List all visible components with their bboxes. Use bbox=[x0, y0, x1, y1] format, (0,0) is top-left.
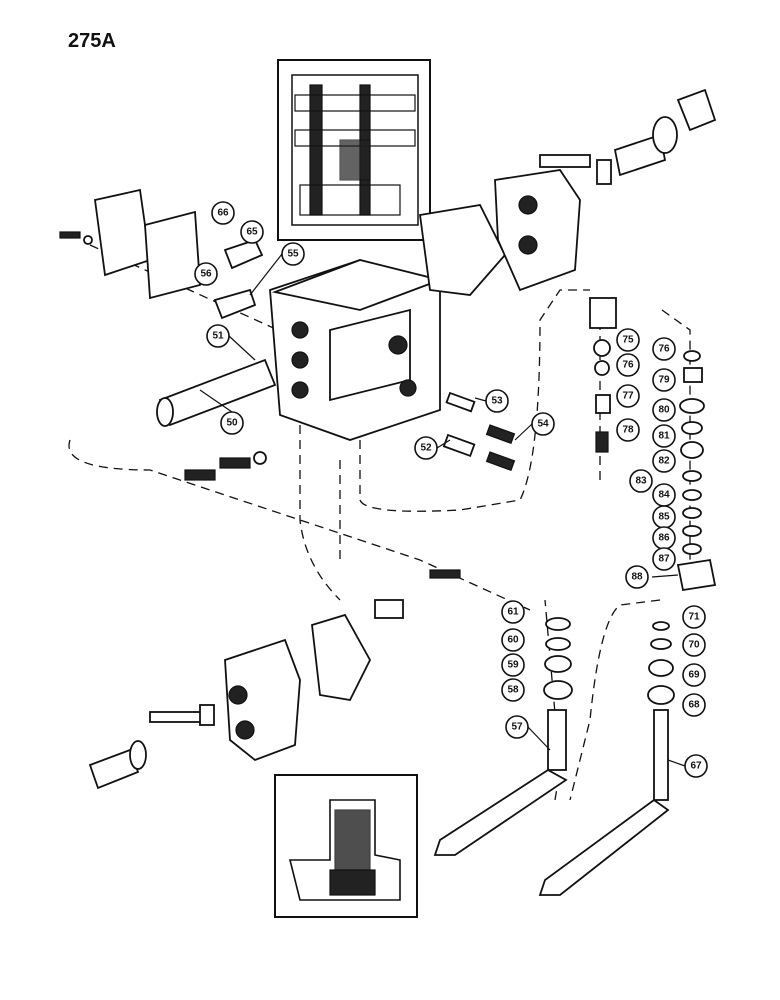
svg-text:79: 79 bbox=[658, 375, 670, 386]
svg-text:84: 84 bbox=[658, 490, 670, 501]
callout-61: 61 bbox=[501, 600, 525, 624]
svg-text:77: 77 bbox=[622, 391, 634, 402]
callout-66: 66 bbox=[211, 201, 235, 225]
callout-87: 87 bbox=[652, 547, 676, 571]
svg-text:67: 67 bbox=[690, 761, 702, 772]
svg-text:75: 75 bbox=[622, 335, 634, 346]
svg-text:86: 86 bbox=[658, 533, 670, 544]
gasket-top bbox=[418, 204, 507, 296]
callout-81: 81 bbox=[652, 424, 676, 448]
shaft-67 bbox=[538, 621, 675, 896]
svg-text:53: 53 bbox=[491, 396, 503, 407]
callout-86: 86 bbox=[652, 526, 676, 550]
callout-51: 51 bbox=[206, 324, 230, 348]
inset-cutaway-bottom bbox=[274, 774, 418, 918]
callout-83: 83 bbox=[629, 469, 653, 493]
svg-text:56: 56 bbox=[200, 269, 212, 280]
svg-text:51: 51 bbox=[212, 331, 224, 342]
svg-text:70: 70 bbox=[688, 640, 700, 651]
svg-text:69: 69 bbox=[688, 670, 700, 681]
callout-75: 75 bbox=[616, 328, 640, 352]
callout-76: 76 bbox=[616, 353, 640, 377]
svg-text:59: 59 bbox=[507, 660, 519, 671]
callout-80: 80 bbox=[652, 398, 676, 422]
callout-56: 56 bbox=[194, 262, 218, 286]
callout-55: 55 bbox=[281, 242, 305, 266]
top-housing bbox=[494, 88, 717, 292]
callout-85: 85 bbox=[652, 505, 676, 529]
callout-70: 70 bbox=[682, 633, 706, 657]
callout-71: 71 bbox=[682, 605, 706, 629]
callout-52: 52 bbox=[414, 436, 438, 460]
callout-69: 69 bbox=[682, 663, 706, 687]
callout-50: 50 bbox=[220, 411, 244, 435]
callout-53: 53 bbox=[485, 389, 509, 413]
svg-text:61: 61 bbox=[507, 607, 519, 618]
shaft-57 bbox=[433, 617, 573, 856]
svg-text:71: 71 bbox=[688, 612, 700, 623]
svg-text:58: 58 bbox=[507, 685, 519, 696]
svg-text:76: 76 bbox=[658, 344, 670, 355]
svg-text:82: 82 bbox=[658, 456, 670, 467]
svg-text:88: 88 bbox=[631, 572, 643, 583]
svg-text:76: 76 bbox=[622, 360, 634, 371]
callout-57: 57 bbox=[505, 715, 529, 739]
callout-79: 79 bbox=[652, 368, 676, 392]
callout-67: 67 bbox=[684, 754, 708, 778]
svg-text:83: 83 bbox=[635, 476, 647, 487]
svg-text:87: 87 bbox=[658, 554, 670, 565]
callout-58: 58 bbox=[501, 678, 525, 702]
svg-text:57: 57 bbox=[511, 722, 523, 733]
callout-82: 82 bbox=[652, 449, 676, 473]
svg-text:50: 50 bbox=[226, 418, 238, 429]
inset-cutaway-top bbox=[277, 59, 431, 241]
bottom-housing bbox=[88, 569, 461, 790]
svg-text:85: 85 bbox=[658, 512, 670, 523]
callout-76b: 76 bbox=[652, 337, 676, 361]
spool-50 bbox=[156, 358, 277, 481]
callout-68: 68 bbox=[682, 693, 706, 717]
end-cover bbox=[59, 188, 201, 300]
svg-text:60: 60 bbox=[507, 635, 519, 646]
page-number: 275A bbox=[68, 30, 116, 52]
callout-60: 60 bbox=[501, 628, 525, 652]
callout-59: 59 bbox=[501, 653, 525, 677]
svg-text:68: 68 bbox=[688, 700, 700, 711]
svg-text:80: 80 bbox=[658, 405, 670, 416]
cam-lever-55 bbox=[213, 288, 257, 320]
svg-text:55: 55 bbox=[287, 249, 299, 260]
callout-84: 84 bbox=[652, 483, 676, 507]
svg-text:65: 65 bbox=[246, 227, 258, 238]
callout-65: 65 bbox=[240, 220, 264, 244]
cam-lever-65 bbox=[223, 238, 264, 270]
svg-text:52: 52 bbox=[420, 443, 432, 454]
callout-78: 78 bbox=[616, 418, 640, 442]
svg-text:66: 66 bbox=[217, 208, 229, 219]
svg-text:78: 78 bbox=[622, 425, 634, 436]
callout-77: 77 bbox=[616, 384, 640, 408]
svg-text:81: 81 bbox=[658, 431, 670, 442]
svg-text:54: 54 bbox=[537, 419, 549, 430]
callout-54: 54 bbox=[531, 412, 555, 436]
callout-88: 88 bbox=[625, 565, 649, 589]
valve-body bbox=[269, 259, 444, 441]
